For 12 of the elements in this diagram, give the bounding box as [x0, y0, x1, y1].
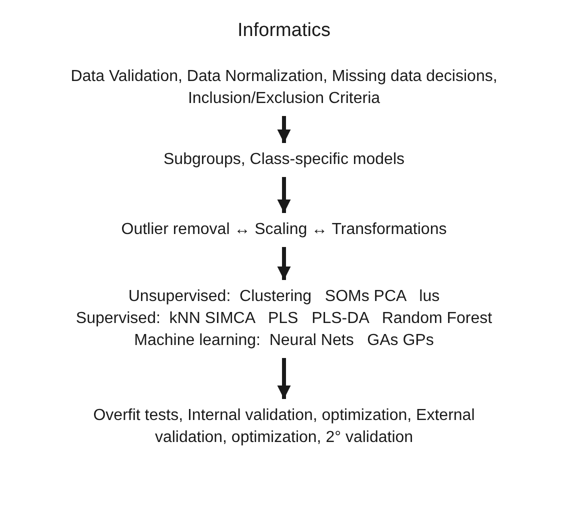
- step-text: Supervised: kNN SIMCA PLS PLS-DA Random Forest: [74, 309, 494, 329]
- step-text: Outlier removal ↔ Scaling ↔ Transformations: [120, 220, 448, 240]
- step-text: Subgroups, Class-specific models: [162, 150, 406, 170]
- arrow: [277, 358, 291, 399]
- diagram-title: Informatics: [236, 20, 332, 42]
- step-text: Data Validation, Data Normalization, Missing data decisions, Inclusion/Exclusion Criteria: [70, 67, 498, 109]
- step-text: Machine learning: Neural Nets GAs GPs: [133, 331, 435, 351]
- step-text: Overfit tests, Internal validation, optimization, External validation, optimization, 2° validation: [92, 406, 476, 448]
- arrow: [277, 177, 291, 213]
- step-text: Unsupervised: Clustering SOMs PCA lus: [127, 287, 441, 307]
- arrow: [277, 116, 291, 143]
- arrow: [277, 247, 291, 280]
